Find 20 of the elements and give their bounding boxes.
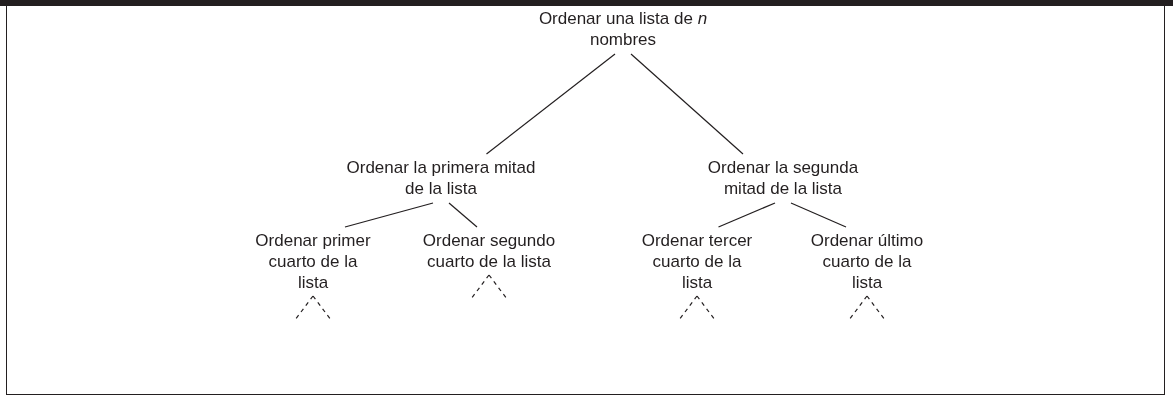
node-label: Ordenar primer cuarto de la lista bbox=[254, 230, 372, 293]
connector-line bbox=[790, 202, 847, 228]
dashed-line bbox=[866, 295, 886, 321]
node-label: Ordenar la primera mitad de la lista bbox=[346, 157, 536, 199]
dashed-line bbox=[470, 274, 490, 300]
dashed-line bbox=[294, 295, 314, 321]
node-label: Ordenar tercer cuarto de la lista bbox=[638, 230, 756, 293]
dashed-line bbox=[678, 295, 698, 321]
dashed-line bbox=[696, 295, 716, 321]
connector-line bbox=[344, 202, 434, 228]
node-label: Ordenar la segunda mitad de la lista bbox=[688, 157, 878, 199]
node-label: Ordenar segundo cuarto de la lista bbox=[419, 230, 559, 272]
dashed-line bbox=[848, 295, 868, 321]
connector-line bbox=[630, 53, 744, 155]
dashed-line bbox=[488, 274, 508, 300]
node-label: Ordenar último cuarto de la lista bbox=[808, 230, 926, 293]
connector-line bbox=[448, 202, 478, 228]
dashed-line bbox=[312, 295, 332, 321]
connector-line bbox=[717, 202, 776, 228]
connector-line bbox=[485, 53, 616, 155]
